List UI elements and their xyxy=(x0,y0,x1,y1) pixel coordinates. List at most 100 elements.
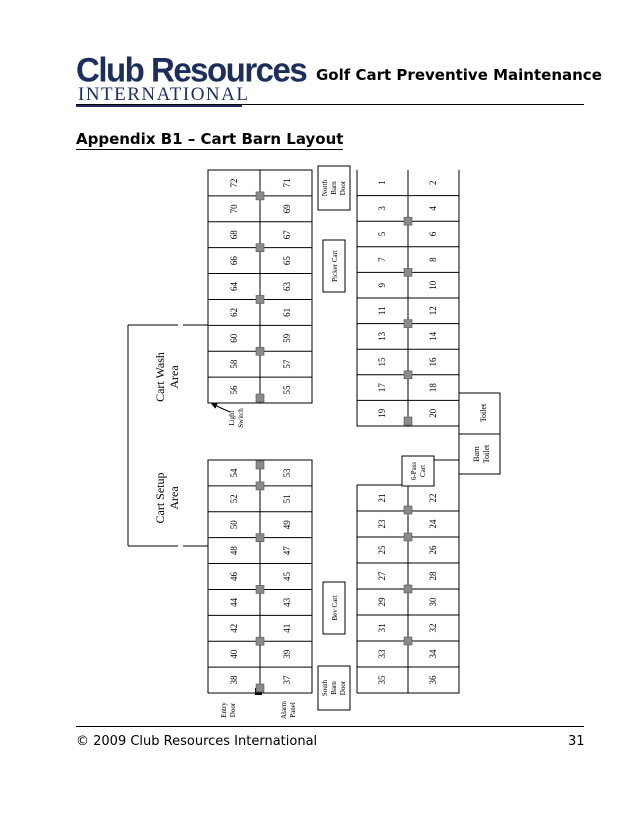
stall-number: 49 xyxy=(282,520,292,530)
stall-number: 8 xyxy=(428,257,438,262)
stall-number: 58 xyxy=(229,359,239,369)
stall-number: 33 xyxy=(377,649,387,659)
south-barn-door-label: South Barn Door xyxy=(321,679,347,696)
bev-cart-box xyxy=(322,581,346,635)
charger-icon xyxy=(255,533,265,542)
stall-number: 12 xyxy=(428,306,438,315)
six-pass-cart-box xyxy=(401,455,435,487)
left-south-stall-block xyxy=(207,459,313,694)
six-pass-line-2: Cart xyxy=(419,465,427,477)
picker-cart-box xyxy=(322,239,346,293)
alarm-panel-line-2: Panel xyxy=(289,702,297,718)
six-pass-line-1: 6-Pass xyxy=(410,462,418,481)
stall-number: 15 xyxy=(377,357,387,367)
barn-walls xyxy=(127,324,208,547)
stall-number: 53 xyxy=(282,468,292,478)
stall-number: 71 xyxy=(282,178,292,187)
stall-number: 39 xyxy=(282,649,292,659)
north-barn-door xyxy=(317,165,351,211)
stall-number: 14 xyxy=(428,331,438,341)
south-door-line-2: Barn xyxy=(330,681,338,695)
barn-toilet-room xyxy=(458,433,501,475)
stall-number: 38 xyxy=(229,675,239,685)
picker-cart-text: Picker Cart xyxy=(331,250,339,282)
stall-number: 63 xyxy=(282,282,292,292)
stall-number: 41 xyxy=(282,624,292,633)
stall-number: 30 xyxy=(428,597,438,607)
charger-icon xyxy=(403,268,413,277)
stall-number: 5 xyxy=(377,231,387,236)
stall-number: 47 xyxy=(282,546,292,556)
section-title: Appendix B1 – Cart Barn Layout xyxy=(76,130,344,150)
stall-number: 51 xyxy=(282,494,292,503)
stall-number: 34 xyxy=(428,649,438,659)
charger-icon xyxy=(255,481,265,491)
charger-icon xyxy=(255,243,265,252)
stall-number: 16 xyxy=(428,357,438,367)
stall-number: 4 xyxy=(428,206,438,211)
cart-setup-area-label: Cart Setup Area xyxy=(153,473,181,524)
company-logo: Club Resources INTERNATIONAL xyxy=(76,51,308,107)
stall-number: 68 xyxy=(229,230,239,240)
stall-numbers: 5658606264666870725557596163656769713840… xyxy=(229,178,438,684)
stall-number: 50 xyxy=(229,520,239,530)
charger-icon xyxy=(403,416,413,426)
north-door-line-1: North xyxy=(321,179,329,196)
alarm-panel-label: Alarm Panel xyxy=(280,701,297,719)
right-south-stall-block xyxy=(356,459,460,694)
stall-number: 46 xyxy=(229,572,239,582)
stall-number: 20 xyxy=(428,408,438,418)
light-switch-line-2: Switch xyxy=(237,408,245,428)
barn-toilet-line-1: Barn xyxy=(472,446,481,462)
toilet-label: Toilet xyxy=(479,403,488,422)
cart-setup-line-2: Area xyxy=(167,486,181,510)
stall-number: 52 xyxy=(229,494,239,503)
stall-number: 65 xyxy=(282,256,292,266)
stall-number: 43 xyxy=(282,597,292,607)
charger-icon xyxy=(255,295,265,304)
stall-number: 66 xyxy=(229,256,239,266)
stall-number: 72 xyxy=(229,178,239,187)
stall-number: 48 xyxy=(229,546,239,556)
stall-number: 29 xyxy=(377,597,387,607)
stall-number: 45 xyxy=(282,572,292,582)
right-north-stall-block xyxy=(356,170,460,427)
logo-text-top: Club Resources xyxy=(76,49,308,89)
charger-icon xyxy=(403,216,413,226)
entry-door-line-2: Door xyxy=(229,702,237,717)
stall-number: 56 xyxy=(229,385,239,395)
light-switch-arrow xyxy=(211,403,231,413)
light-switch-label: Light Switch xyxy=(228,408,245,428)
charger-icon xyxy=(255,636,265,646)
stall-number: 2 xyxy=(428,181,438,186)
footer-divider xyxy=(76,726,584,727)
alarm-panel-line-1: Alarm xyxy=(280,701,288,719)
stall-number: 70 xyxy=(229,204,239,214)
stall-number: 24 xyxy=(428,519,438,529)
toilet-text: Toilet xyxy=(479,403,488,422)
stall-number: 59 xyxy=(282,333,292,343)
north-door-line-3: Door xyxy=(339,180,347,195)
stall-number: 28 xyxy=(428,571,438,581)
stall-number: 67 xyxy=(282,230,292,240)
stall-number: 35 xyxy=(377,675,387,685)
south-door-line-1: South xyxy=(321,679,329,696)
stall-number: 40 xyxy=(229,649,239,659)
stall-number: 26 xyxy=(428,545,438,555)
stall-number: 10 xyxy=(428,280,438,290)
charger-icon xyxy=(255,346,265,356)
charger-icon xyxy=(255,585,265,594)
stall-number: 11 xyxy=(377,306,387,315)
stall-number: 17 xyxy=(377,383,387,393)
stall-number: 6 xyxy=(428,231,438,236)
footer-copyright: © 2009 Club Resources International xyxy=(76,734,318,749)
stall-number: 61 xyxy=(282,308,292,317)
south-barn-door xyxy=(317,665,351,711)
stall-number: 1 xyxy=(377,181,387,186)
bev-cart-label: Bev Cart xyxy=(331,595,339,620)
page-number: 31 xyxy=(568,734,585,749)
charger-icon xyxy=(255,683,265,693)
logo-underline xyxy=(76,105,242,107)
stall-number: 36 xyxy=(428,675,438,685)
